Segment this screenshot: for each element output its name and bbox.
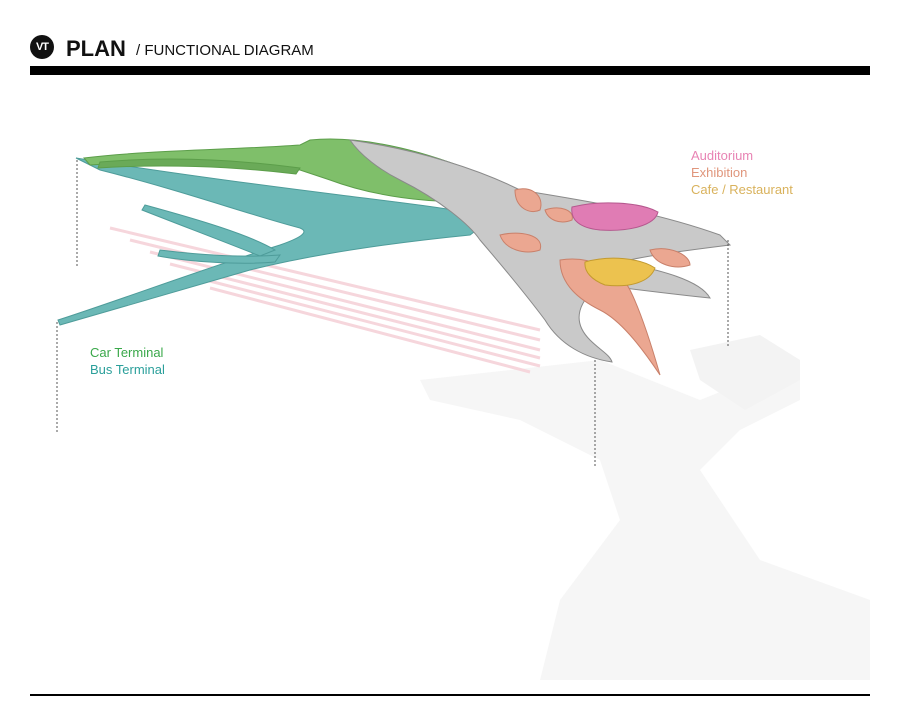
legend-left: Car Terminal Bus Terminal xyxy=(90,344,165,378)
page-subtitle: / FUNCTIONAL DIAGRAM xyxy=(136,42,314,59)
legend-right: Auditorium Exhibition Cafe / Restaurant xyxy=(691,147,793,198)
exhibition-shapes xyxy=(499,188,691,376)
legend-car-terminal: Car Terminal xyxy=(90,345,164,360)
cafe-shape xyxy=(584,257,656,287)
footer-rule xyxy=(30,694,870,696)
leader-lines xyxy=(56,160,729,468)
header-bar xyxy=(30,66,870,75)
vt-logo: VT xyxy=(30,35,54,59)
bus-terminal-shape xyxy=(57,157,491,326)
auditorium-shape xyxy=(571,202,659,231)
legend-exhibition: Exhibition xyxy=(691,165,748,180)
legend-bus-terminal: Bus Terminal xyxy=(90,362,165,377)
legend-auditorium: Auditorium xyxy=(691,148,754,163)
legend-cafe-restaurant: Cafe / Restaurant xyxy=(691,182,793,197)
ground-reflection xyxy=(420,335,870,680)
page-title: PLAN xyxy=(66,36,126,61)
